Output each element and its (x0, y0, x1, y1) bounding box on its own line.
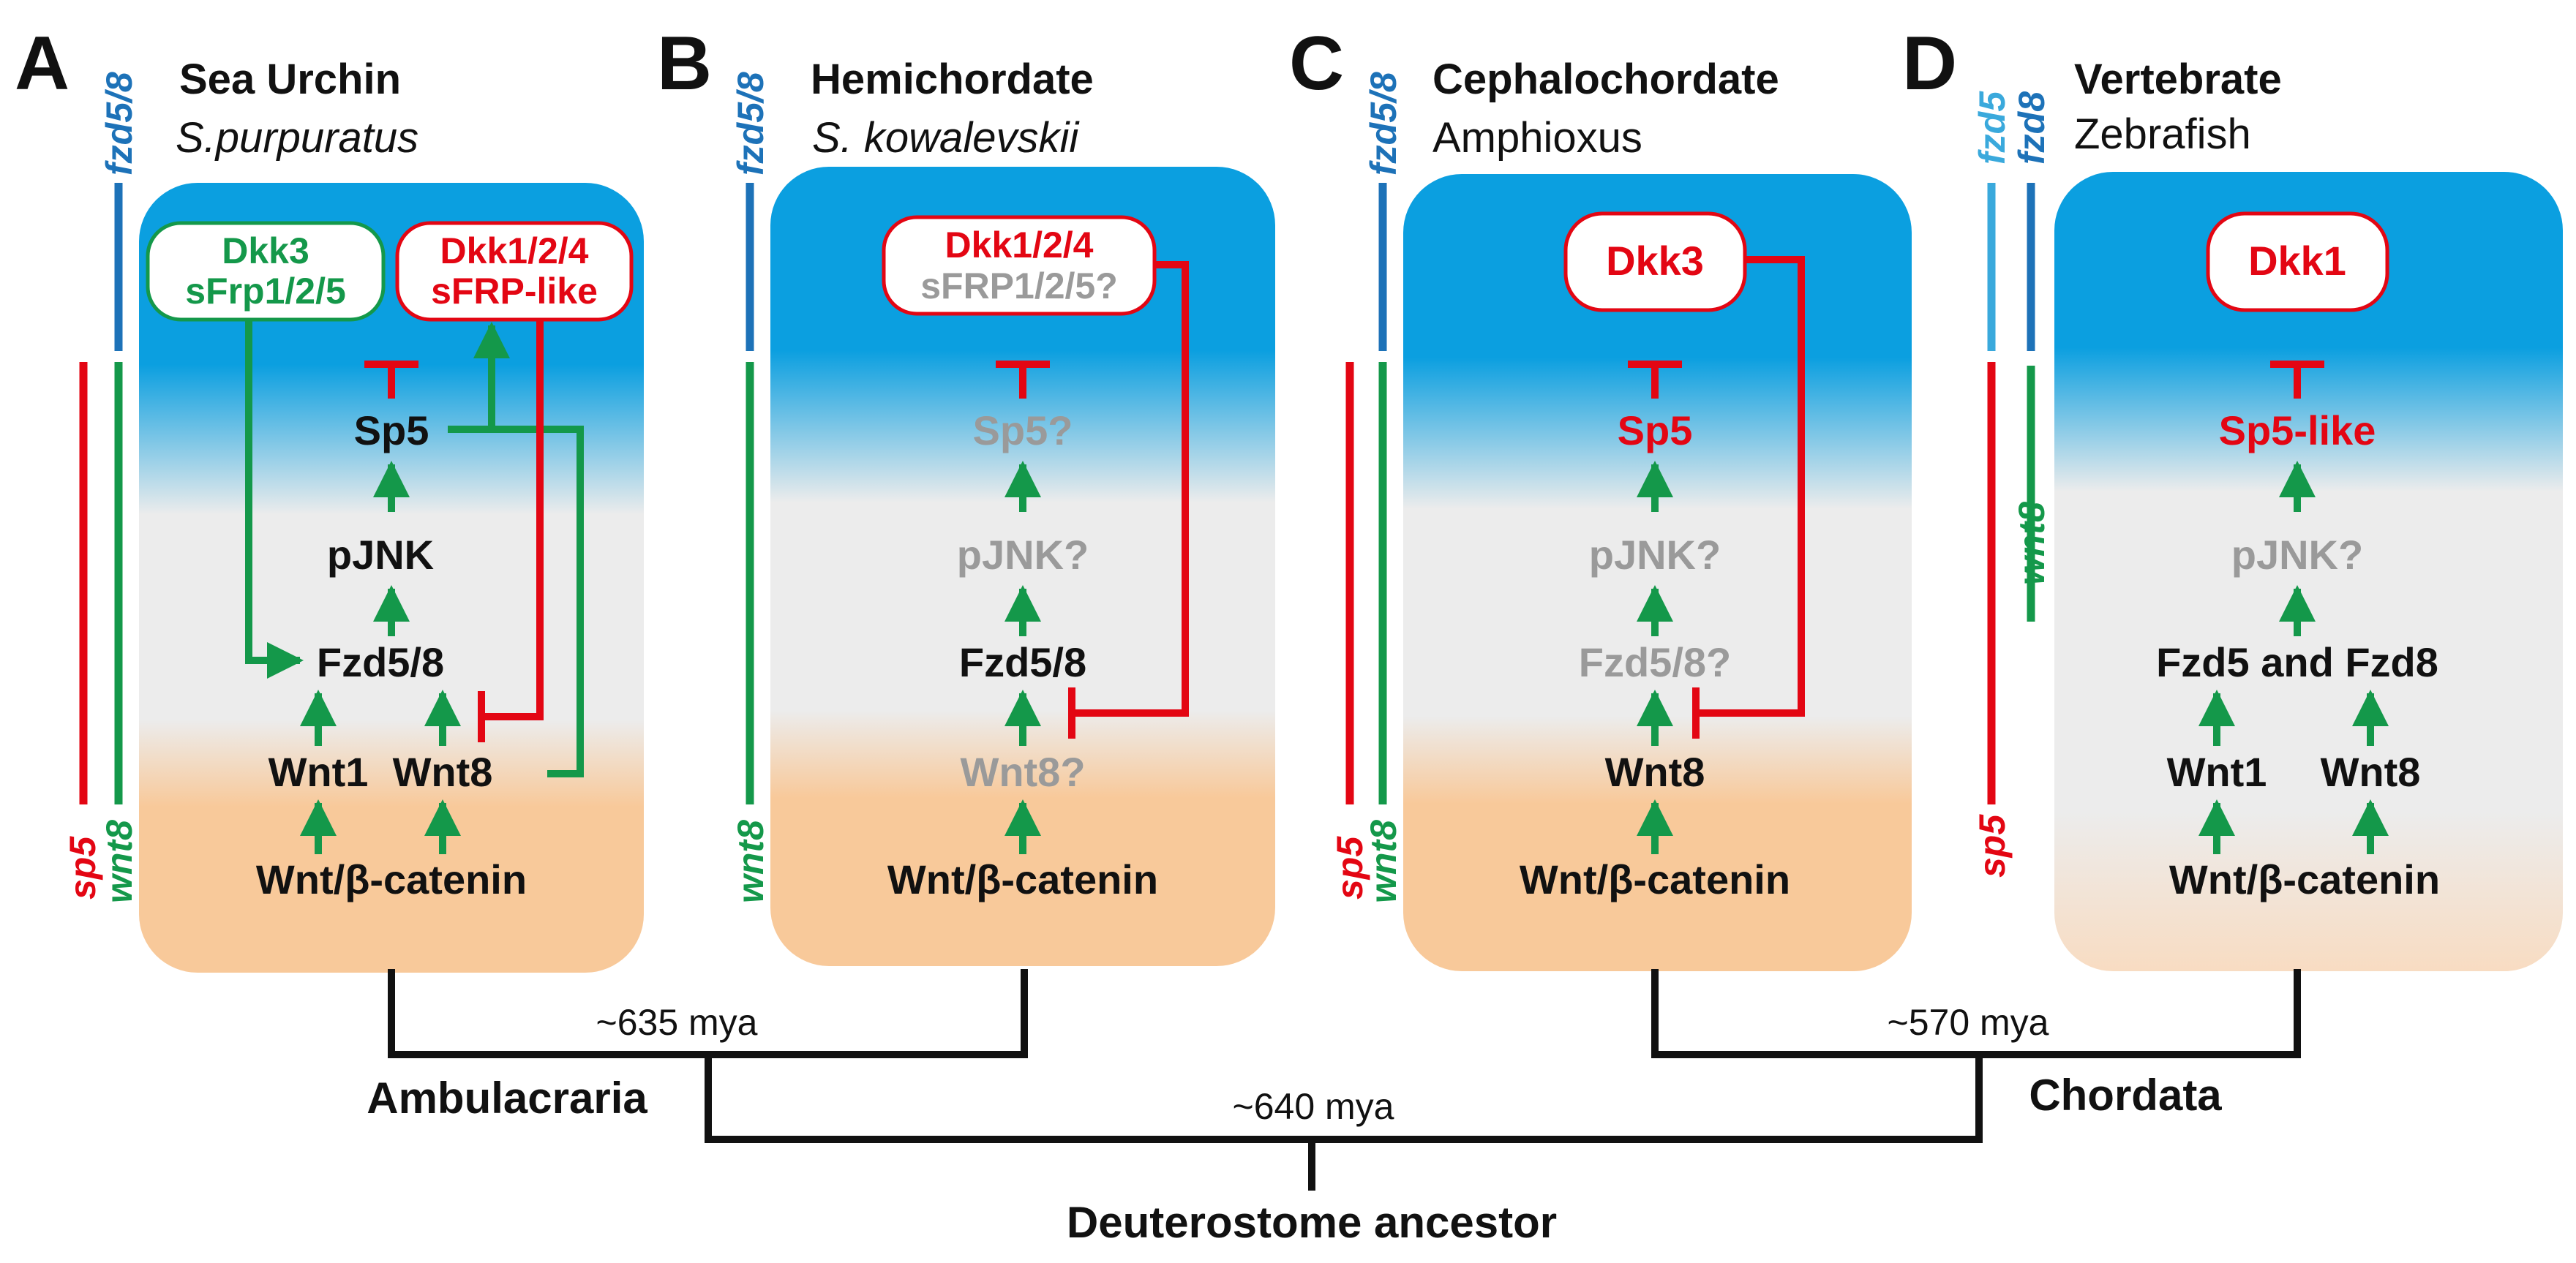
panel-d-species: Zebrafish (2074, 110, 2251, 158)
panel-d-title: Vertebrate (2074, 56, 2282, 103)
panel-c-pjnk: pJNK? (1589, 532, 1721, 578)
panel-a: A Sea Urchin S.purpuratus fzd5/8 wnt8 sp… (15, 21, 644, 973)
panel-d-fzd5-fzd8: Fzd5 and Fzd8 (2156, 639, 2438, 685)
panel-b-fzd58-label: fzd5/8 (730, 72, 771, 176)
panel-b-sp5: Sp5? (973, 407, 1073, 453)
panel-c-letter: C (1289, 21, 1344, 106)
panel-b-fzd58: Fzd5/8 (959, 639, 1086, 685)
panel-a-sfrp125: sFrp1/2/5 (185, 271, 346, 312)
panel-a-fzd58: Fzd5/8 (317, 639, 444, 685)
panel-c-dkk3: Dkk3 (1606, 238, 1704, 284)
panel-b-sfrp125: sFRP1/2/5? (920, 265, 1118, 306)
panel-c-fzd58-label: fzd5/8 (1363, 72, 1404, 176)
panel-d-wnt-bcatenin: Wnt/β-catenin (2169, 856, 2440, 902)
panel-c-wnt8: Wnt8 (1605, 749, 1705, 795)
panel-a-dkk3: Dkk3 (222, 230, 309, 271)
panel-a-letter: A (15, 21, 70, 106)
panel-a-sfrp-like: sFRP-like (431, 271, 598, 312)
panel-d-pjnk: pJNK? (2231, 532, 2363, 578)
panel-a-fzd58-label: fzd5/8 (99, 72, 140, 176)
panel-b-wnt8-label: wnt8 (730, 820, 771, 903)
phylogenetic-tree (388, 969, 2301, 1191)
panel-c-wnt-bcatenin: Wnt/β-catenin (1520, 856, 1790, 902)
chordata-label: Chordata (2029, 1071, 2222, 1120)
panel-c-species: Amphioxus (1432, 114, 1642, 162)
panel-a-green-box (146, 221, 386, 322)
panel-c-wnt8-label: wnt8 (1363, 820, 1404, 903)
panel-b-species: S. kowalevskii (812, 114, 1080, 162)
panel-b-wnt8: Wnt8? (960, 749, 1085, 795)
panel-d-fzd5-label: fzd5 (1972, 91, 2013, 165)
panel-b-background (770, 167, 1275, 966)
deuterostome-ancestor-label: Deuterostome ancestor (1067, 1198, 1557, 1247)
panel-a-sp5-label: sp5 (62, 836, 103, 900)
panel-d-dkk1: Dkk1 (2248, 238, 2346, 284)
panel-a-pjnk: pJNK (327, 532, 434, 578)
panel-a-dkk124: Dkk1/2/4 (440, 230, 589, 271)
panel-a-wnt1: Wnt1 (269, 749, 369, 795)
panel-b-title: Hemichordate (811, 56, 1094, 103)
panel-d-letter: D (1902, 21, 1957, 106)
panel-d-wnt8-label: wnt8 (2011, 502, 2052, 585)
panel-a-species: S.purpuratus (176, 114, 418, 162)
ambulacraria-label: Ambulacraria (367, 1074, 647, 1123)
panel-b-letter: B (657, 21, 712, 106)
panel-d-background (2054, 172, 2563, 971)
panel-b-dkk124: Dkk1/2/4 (945, 225, 1094, 265)
panel-d-box (2206, 211, 2389, 312)
panel-d-wnt1: Wnt1 (2167, 749, 2267, 795)
root-time: ~640 mya (1233, 1086, 1394, 1127)
panel-c-sp5: Sp5 (1618, 407, 1693, 453)
panel-a-wnt8-label: wnt8 (99, 820, 140, 903)
ambulacraria-time: ~635 mya (596, 1002, 758, 1043)
panel-d-sp5-label: sp5 (1972, 814, 2013, 878)
panel-a-wnt-bcatenin: Wnt/β-catenin (256, 856, 527, 902)
panel-c-fzd58: Fzd5/8? (1579, 639, 1731, 685)
panel-a-title: Sea Urchin (179, 56, 401, 103)
panel-c-sp5-label: sp5 (1329, 836, 1370, 900)
chordata-time: ~570 mya (1888, 1002, 2049, 1043)
panel-d-fzd8-label: fzd8 (2011, 91, 2052, 165)
panel-d-sp5-like: Sp5-like (2219, 407, 2376, 453)
panel-c: C Cephalochordate Amphioxus fzd5/8 wnt8 … (1289, 21, 1912, 971)
panel-b-wnt-bcatenin: Wnt/β-catenin (887, 856, 1158, 902)
panel-c-title: Cephalochordate (1432, 56, 1779, 103)
panel-d-wnt8: Wnt8 (2321, 749, 2421, 795)
panel-c-background (1403, 174, 1912, 971)
panel-b: B Hemichordate S. kowalevskii fzd5/8 wnt… (657, 21, 1275, 966)
panel-a-red-box (395, 221, 634, 322)
panel-d: D Vertebrate Zebrafish fzd5 fzd8 wnt8 sp… (1902, 21, 2563, 971)
panel-a-wnt8: Wnt8 (393, 749, 493, 795)
panel-b-pjnk: pJNK? (957, 532, 1089, 578)
panel-a-sp5: Sp5 (354, 407, 429, 453)
panel-a-background (139, 183, 644, 973)
